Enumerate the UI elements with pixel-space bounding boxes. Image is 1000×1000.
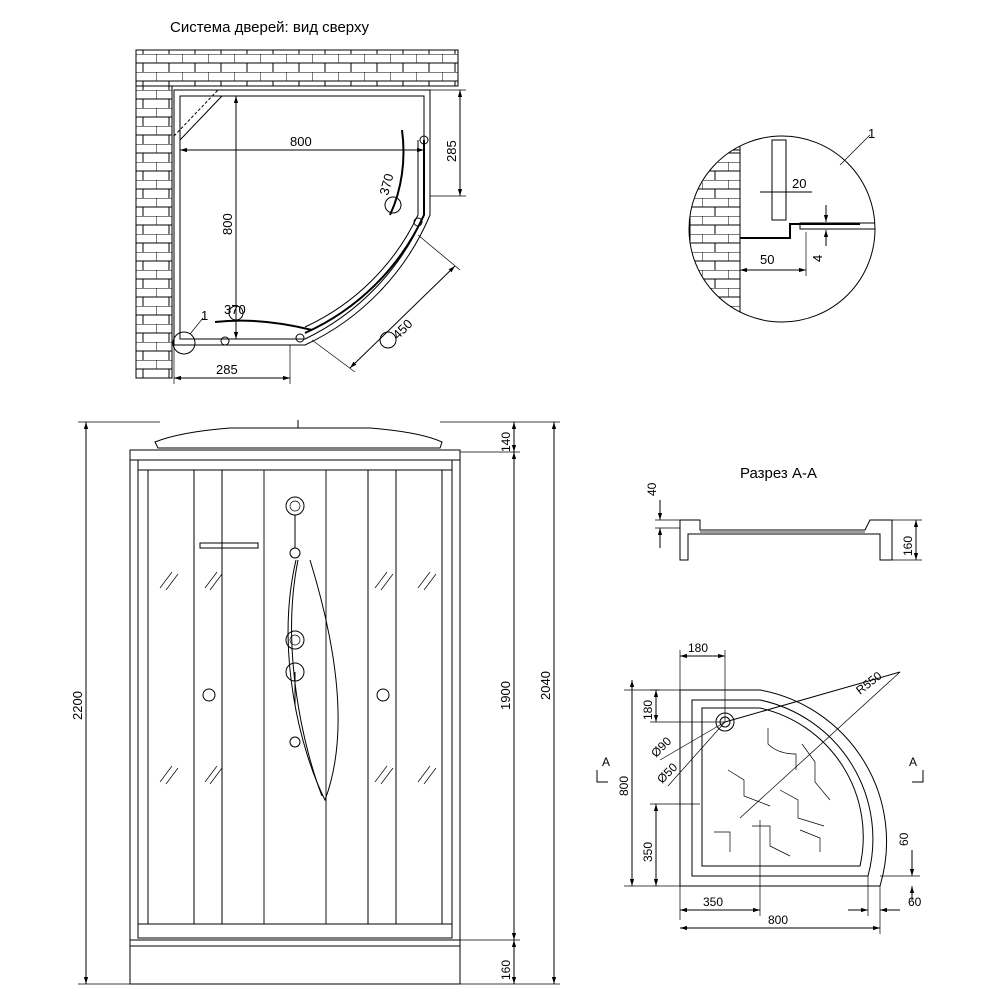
detail-callout-circle	[172, 331, 196, 355]
drain-x-label: 180	[688, 641, 708, 655]
tray-plan: R550 Ø90 Ø50 180 180 800 350 350 800	[596, 641, 924, 934]
detail-gap-label: 20	[792, 176, 806, 191]
detail-offset-label: 50	[760, 252, 774, 267]
rear-panel	[263, 469, 327, 925]
section-mark-right: A	[909, 755, 917, 769]
shower-hose	[287, 559, 339, 802]
front-view: 2200 140 1900 160 2040	[70, 420, 560, 985]
detail-thickness-label: 4	[810, 255, 825, 262]
door-bottom-label: 370	[224, 302, 246, 317]
wall-left	[135, 85, 173, 379]
tray-section	[679, 519, 893, 561]
cabin-height-label: 1900	[498, 681, 513, 710]
shelf	[199, 542, 259, 549]
total-height-label: 2200	[70, 691, 85, 720]
side-top-label: 285	[444, 140, 459, 162]
shower-head	[285, 496, 305, 516]
straight-x-label: 350	[703, 895, 723, 909]
top-depth-label: 800	[220, 213, 235, 235]
tray-front	[129, 939, 461, 985]
door-handle-left	[202, 688, 216, 702]
tray-to-roof-label: 2040	[538, 671, 553, 700]
door-system-title: Система дверей: вид сверху	[170, 19, 369, 36]
roof-height-label: 140	[499, 432, 513, 452]
drain-y-label: 180	[641, 700, 655, 720]
lip-bottom-label: 60	[908, 895, 922, 909]
section-view: 40 160	[645, 482, 922, 561]
straight-y-label: 350	[641, 842, 655, 862]
section-mark-left: A	[602, 755, 610, 769]
diagonal-label: 450	[390, 316, 416, 342]
door-handle-right	[376, 688, 390, 702]
drain-inner-label: Ø50	[654, 760, 680, 786]
drain-outer-label: Ø90	[648, 734, 674, 760]
section-rim-label: 40	[645, 482, 659, 496]
detail-callout-label: 1	[868, 126, 875, 141]
wall-top	[135, 49, 459, 87]
section-title: Разрез А-А	[740, 465, 817, 482]
top-view: 800 800 285 285 370 370 450 1	[135, 49, 466, 384]
tray-outline	[173, 89, 431, 346]
size-x-label: 800	[768, 913, 788, 927]
door-right-label: 370	[376, 172, 396, 197]
detail-view: 20 50 4 1	[688, 126, 876, 323]
tray-height-label: 160	[499, 960, 513, 980]
hose-outlet	[289, 736, 301, 748]
tray-plan-outline	[679, 689, 887, 887]
top-callout-label: 1	[201, 308, 208, 323]
radius-label: R550	[853, 668, 884, 697]
section-height-label: 160	[901, 536, 915, 556]
side-bottom-label: 285	[216, 362, 238, 377]
top-width-label: 800	[290, 134, 312, 149]
size-y-label: 800	[617, 776, 631, 796]
lip-right-label: 60	[897, 832, 911, 846]
control-knob	[285, 630, 305, 650]
roof	[154, 427, 443, 449]
